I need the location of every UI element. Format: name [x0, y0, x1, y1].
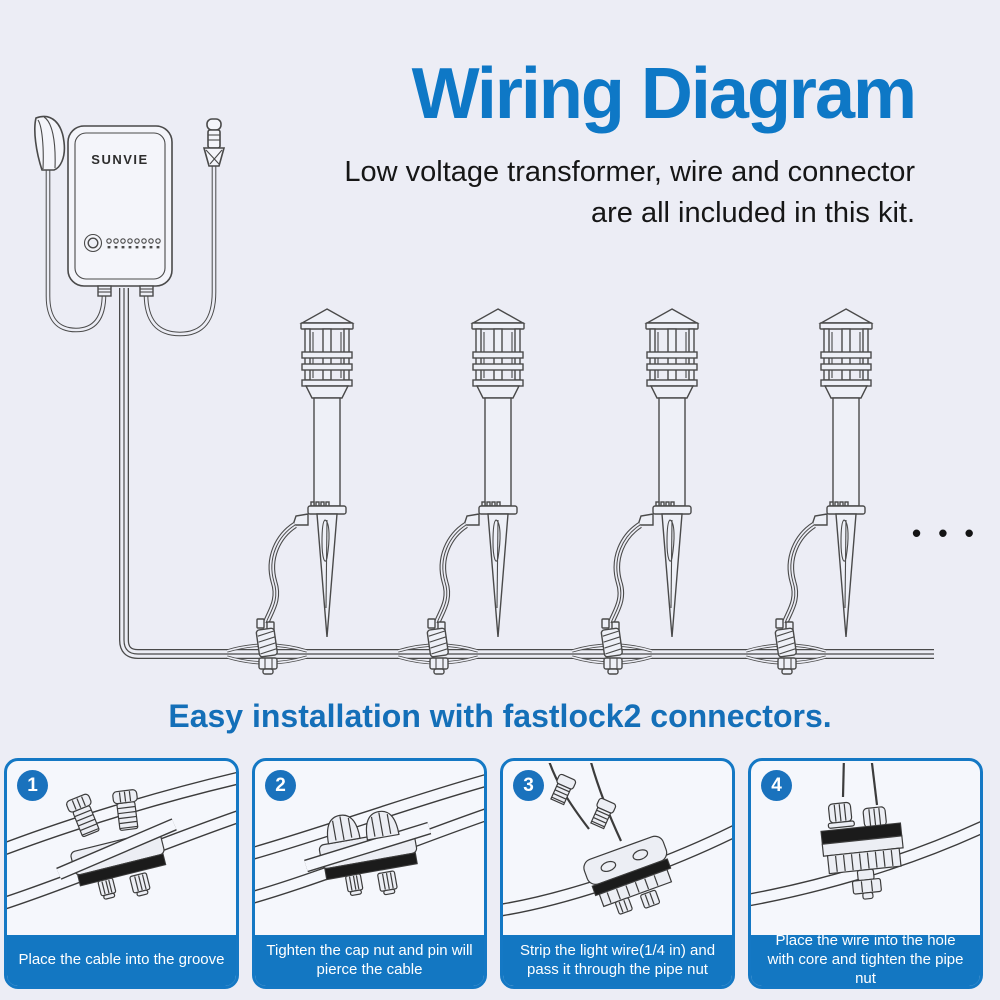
step-card-4: 4 — [748, 758, 983, 989]
step-caption: Strip the light wire(1/4 in) and pass it… — [503, 935, 732, 986]
step-1-illustration — [7, 771, 236, 910]
step-card-1: 1 — [4, 758, 239, 989]
page-subtitle: Low voltage transformer, wire and connec… — [0, 152, 915, 234]
step-number-badge: 2 — [265, 770, 296, 801]
main-wire — [119, 288, 934, 659]
step-number-badge: 3 — [513, 770, 544, 801]
step-number-badge: 1 — [17, 770, 48, 801]
transformer-illustration: SUNVIE — [34, 115, 226, 337]
installation-steps: 1 — [4, 758, 996, 989]
step-number-badge: 4 — [761, 770, 792, 801]
wiring-diagram-illustration: SUNVIE — [34, 115, 934, 760]
step-caption: Tighten the cap nut and pin will pierce … — [255, 935, 484, 986]
mounting-hook — [34, 115, 66, 171]
step-caption: Place the cable into the groove — [7, 935, 236, 986]
cable-gland-right — [139, 285, 154, 297]
pathway-light-1 — [227, 309, 353, 674]
subtitle-line-2: are all included in this kit. — [591, 197, 915, 230]
step-2-illustration — [255, 774, 484, 904]
step-3-illustration — [503, 763, 732, 917]
page-title: Wiring Diagram — [411, 54, 917, 134]
section-heading: Easy installation with fastlock2 connect… — [168, 698, 832, 734]
indicator-lights — [106, 238, 161, 249]
pathway-light-2 — [398, 309, 524, 674]
more-lights-ellipsis: • • • — [912, 518, 979, 548]
brand-logo: SUNVIE — [91, 152, 148, 167]
step-card-2: 2 — [252, 758, 487, 989]
cable-gland-left — [97, 285, 112, 297]
subtitle-line-1: Low voltage transformer, wire and connec… — [344, 156, 915, 188]
pathway-light-3 — [572, 309, 698, 674]
photocell-sensor — [202, 118, 226, 167]
pathway-light-4 — [746, 309, 872, 674]
header: Wiring Diagram Low voltage transformer, … — [0, 54, 917, 234]
step-card-3: 3 — [500, 758, 735, 989]
step-4-illustration — [751, 763, 980, 907]
step-caption: Place the wire into the hole with core a… — [751, 932, 980, 986]
